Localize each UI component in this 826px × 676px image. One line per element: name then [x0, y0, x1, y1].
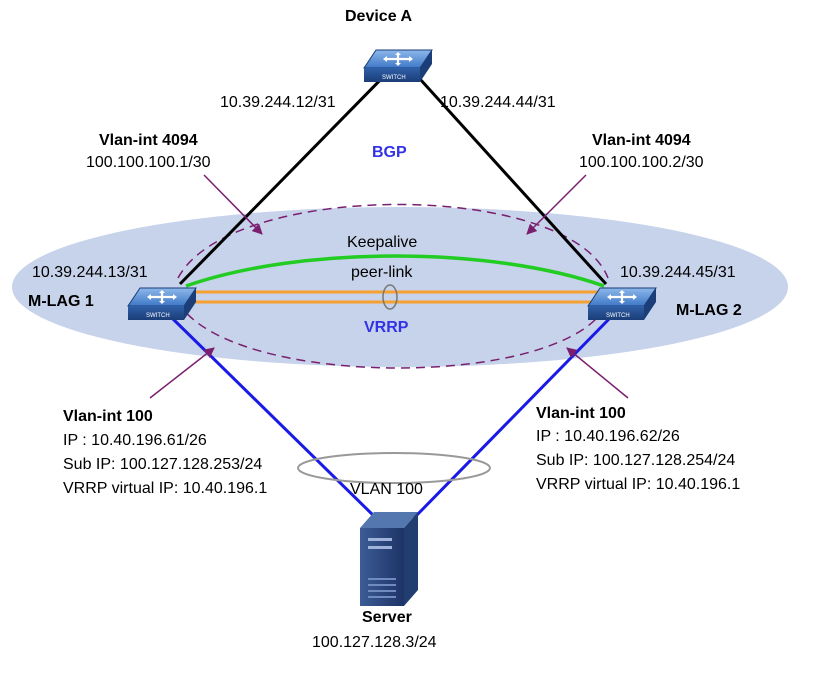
keepalive-link	[185, 254, 605, 288]
vlan-int-100-left-title: Vlan-int 100	[63, 408, 153, 425]
uplink-mlag1-device-a	[178, 66, 394, 286]
uplink-mlag2-device-a	[408, 66, 608, 286]
arrow-vlan4094-left	[203, 174, 263, 235]
device-a-right-ip: 10.39.244.44/31	[440, 94, 556, 111]
arrow-vlan4094-right	[526, 174, 587, 235]
switch-caption: SWITCH	[382, 75, 406, 81]
keepalive-label: Keepalive	[347, 234, 417, 251]
vlan-int-100-right-title: Vlan-int 100	[536, 405, 626, 422]
vlan-int-4094-right-title: Vlan-int 4094	[592, 132, 691, 149]
arrow-vlan100-right	[566, 347, 629, 399]
bgp-label: BGP	[372, 144, 407, 161]
mlag1-switch: SWITCH	[126, 286, 198, 322]
vlan-int-100-left-vrrp-ip: VRRP virtual IP: 10.40.196.1	[63, 480, 267, 497]
vlan-int-4094-left-ip: 100.100.100.1/30	[86, 154, 211, 171]
vlan100-label: VLAN 100	[350, 481, 423, 498]
vlan-int-100-right-vrrp-ip: VRRP virtual IP: 10.40.196.1	[536, 476, 740, 493]
server-title: Server	[362, 609, 412, 626]
mlag1-uplink-ip: 10.39.244.13/31	[32, 264, 148, 281]
vlan-int-4094-right-ip: 100.100.100.2/30	[579, 154, 704, 171]
vrrp-label: VRRP	[364, 319, 409, 336]
device-a-left-ip: 10.39.244.12/31	[220, 94, 336, 111]
vlan-int-100-lower-arc	[177, 301, 609, 369]
device-a-title: Device A	[345, 8, 412, 25]
mlag2-uplink-ip: 10.39.244.45/31	[620, 264, 736, 281]
server-icon	[360, 512, 418, 606]
mlag2-switch: SWITCH	[586, 286, 658, 322]
server-ip: 100.127.128.3/24	[312, 634, 437, 651]
vlan100-bundle-ring	[297, 452, 491, 484]
vlan-int-4094-left-title: Vlan-int 4094	[99, 132, 198, 149]
mlag-domain-ellipse	[12, 207, 788, 367]
arrow-vlan100-left	[149, 347, 215, 399]
peer-link-bundle-ring	[382, 284, 398, 310]
switch-caption: SWITCH	[606, 313, 630, 319]
vlan-int-100-left-ip: IP : 10.40.196.61/26	[63, 432, 207, 449]
vlan-int-4094-upper-arc	[177, 203, 609, 279]
peer-link-label: peer-link	[351, 264, 413, 281]
vlan-int-100-right-ip: IP : 10.40.196.62/26	[536, 428, 680, 445]
vlan-int-100-left-sub-ip: Sub IP: 100.127.128.253/24	[63, 456, 262, 473]
mlag2-title: M-LAG 2	[676, 302, 742, 319]
vlan-int-100-right-sub-ip: Sub IP: 100.127.128.254/24	[536, 452, 735, 469]
device-a-switch: SWITCH	[362, 48, 434, 84]
switch-caption: SWITCH	[146, 313, 170, 319]
mlag1-title: M-LAG 1	[28, 293, 94, 310]
